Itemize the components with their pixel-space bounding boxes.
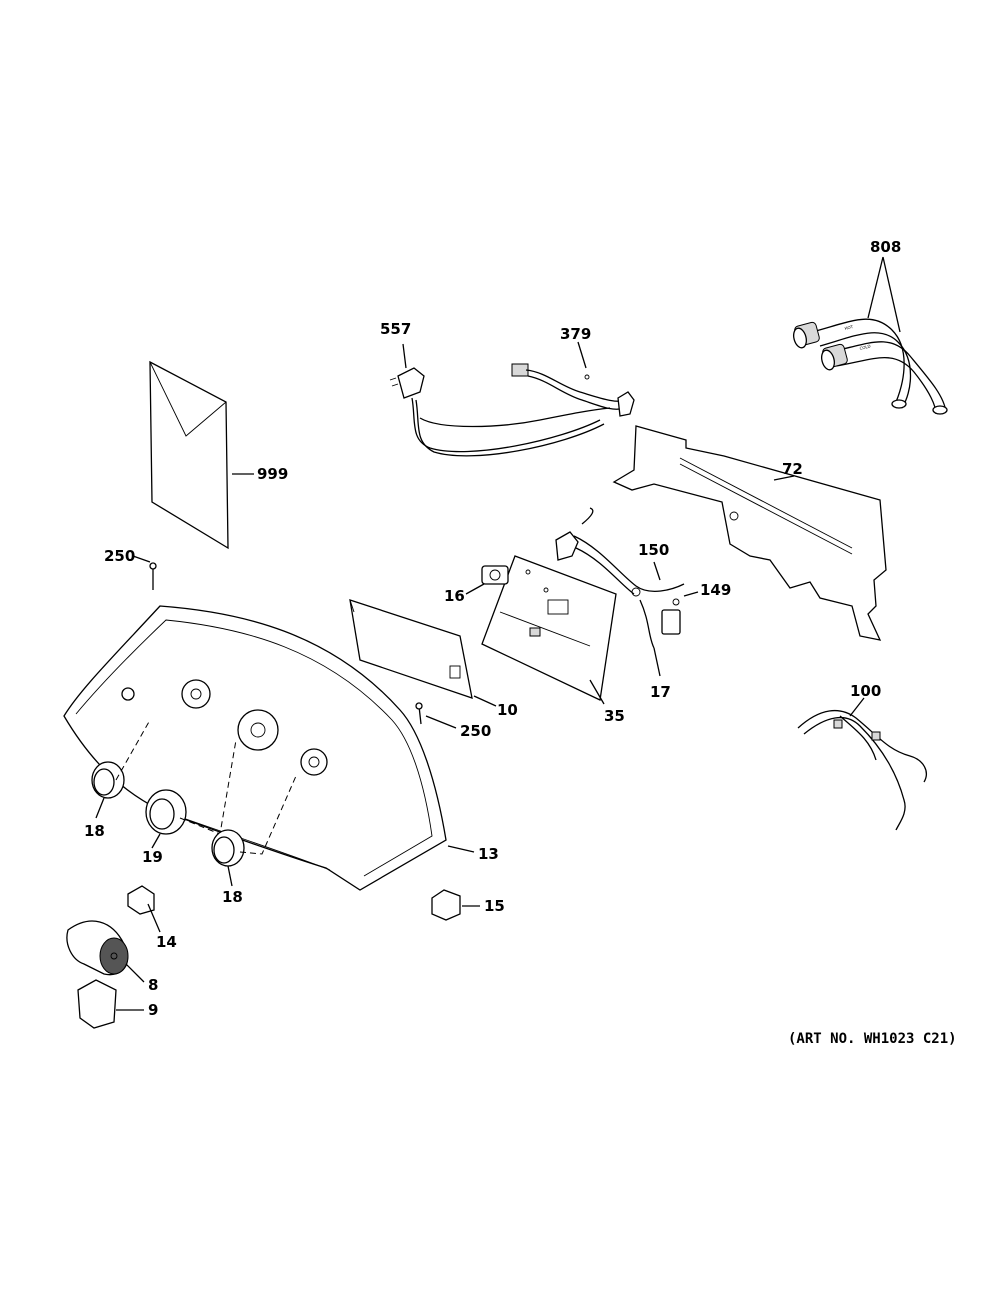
callout-16: 16 xyxy=(444,587,465,605)
part-72-backsplash xyxy=(612,425,887,641)
callout-557: 557 xyxy=(380,320,411,338)
hose-hot-label: HOT xyxy=(844,324,854,331)
callout-8: 8 xyxy=(148,976,158,994)
callout-10: 10 xyxy=(497,701,518,719)
part-35-control-board xyxy=(481,555,617,705)
callout-379: 379 xyxy=(560,325,591,343)
part-100-wire-harness xyxy=(797,697,927,831)
callout-17: 17 xyxy=(650,683,671,701)
part-379-wire-harness xyxy=(511,341,635,417)
callout-999: 999 xyxy=(257,465,288,483)
part-8-capacitor xyxy=(66,920,145,983)
part-149-switch xyxy=(661,591,699,635)
part-150-bracket xyxy=(555,507,685,597)
callout-18-a: 18 xyxy=(84,822,105,840)
part-557-power-cord xyxy=(389,343,611,457)
callout-150: 150 xyxy=(638,541,669,559)
hose-cold-label: COLD xyxy=(859,343,871,351)
part-999-literature-bag xyxy=(149,360,254,550)
callout-35: 35 xyxy=(604,707,625,725)
part-16-pressure-switch xyxy=(465,565,509,595)
callout-15: 15 xyxy=(484,897,505,915)
part-18-knob-a xyxy=(91,719,151,819)
callout-14: 14 xyxy=(156,933,177,951)
part-250-screw-b xyxy=(415,702,457,729)
callout-18-b: 18 xyxy=(222,888,243,906)
part-17-harness xyxy=(639,599,661,677)
art-number: (ART NO. WH1023 C21) xyxy=(788,1031,957,1047)
part-808-inlet-hoses: HOT COLD xyxy=(793,256,948,415)
part-250-screw-a xyxy=(132,555,157,590)
part-10-cover xyxy=(349,599,497,707)
callout-149: 149 xyxy=(700,581,731,599)
part-15-clip xyxy=(431,889,480,921)
callout-250-b: 250 xyxy=(460,722,491,740)
callout-19: 19 xyxy=(142,848,163,866)
callout-9: 9 xyxy=(148,1001,158,1019)
part-14-clip xyxy=(127,885,161,933)
part-18-knob-b xyxy=(211,775,297,887)
callout-72: 72 xyxy=(782,460,803,478)
callout-100: 100 xyxy=(850,682,881,700)
callout-250-a: 250 xyxy=(104,547,135,565)
callout-808: 808 xyxy=(870,238,901,256)
callout-13: 13 xyxy=(478,845,499,863)
part-9-bracket xyxy=(77,979,144,1029)
